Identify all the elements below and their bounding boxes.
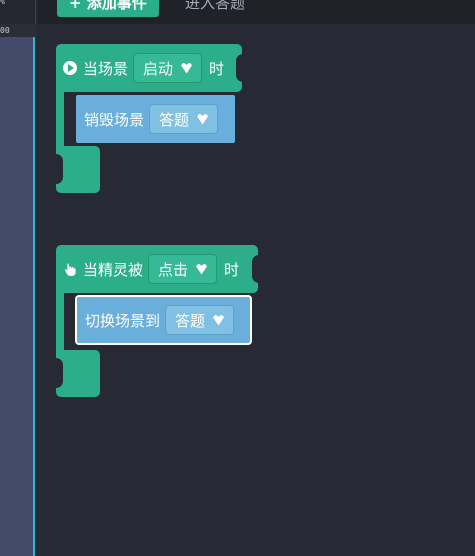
switch-scene-block[interactable]: 切换场景到 答题 xyxy=(75,295,252,345)
sprite-event-block[interactable]: 当精灵被 点击 时 xyxy=(56,245,264,293)
scene-event-prefix: 当场景 xyxy=(83,59,129,78)
heart-caret-icon xyxy=(196,263,208,275)
heart-caret-icon xyxy=(181,62,193,74)
heart-caret-icon xyxy=(197,113,209,125)
switch-scene-target-value: 答题 xyxy=(175,311,206,330)
block-arm xyxy=(56,90,64,150)
heart-caret-icon xyxy=(213,314,225,326)
scene-event-block[interactable]: 当场景 启动 时 xyxy=(56,44,248,92)
block-notch xyxy=(55,154,63,184)
top-toolbar: + 添加事件 进入答题 xyxy=(37,0,475,24)
destroy-scene-target-dropdown[interactable]: 答题 xyxy=(149,104,219,134)
block-notch xyxy=(55,358,63,388)
scene-event-suffix: 时 xyxy=(209,59,225,78)
destroy-scene-block[interactable]: 销毁场景 答题 xyxy=(76,95,235,143)
ruler-track[interactable] xyxy=(0,37,33,556)
sprite-trigger-value: 点击 xyxy=(158,260,189,279)
block-notch xyxy=(236,54,248,82)
play-circle-icon xyxy=(63,61,77,75)
ruler-tick-label: 00 xyxy=(0,26,10,35)
switch-scene-label: 切换场景到 xyxy=(85,311,161,330)
sprite-event-prefix: 当精灵被 xyxy=(83,260,144,279)
enter-scene-link[interactable]: 进入答题 xyxy=(185,0,246,12)
destroy-scene-label: 销毁场景 xyxy=(84,110,145,129)
scene-trigger-value: 启动 xyxy=(143,59,174,78)
destroy-scene-target-value: 答题 xyxy=(159,110,190,129)
sprite-trigger-dropdown[interactable]: 点击 xyxy=(148,254,218,284)
block-notch xyxy=(252,255,264,283)
ruler-tick-label: % xyxy=(0,0,5,6)
left-ruler: % 00 xyxy=(0,0,36,556)
ruler-corner: % xyxy=(0,0,36,24)
ruler-cursor-line xyxy=(33,37,35,556)
sprite-event-suffix: 时 xyxy=(224,260,240,279)
switch-scene-target-dropdown[interactable]: 答题 xyxy=(165,305,235,335)
block-foot xyxy=(55,146,100,193)
block-foot xyxy=(55,350,100,397)
block-arm xyxy=(56,291,64,355)
add-event-button[interactable]: + 添加事件 xyxy=(57,0,159,17)
hand-pointer-icon xyxy=(65,262,76,276)
scene-trigger-dropdown[interactable]: 启动 xyxy=(133,53,203,83)
